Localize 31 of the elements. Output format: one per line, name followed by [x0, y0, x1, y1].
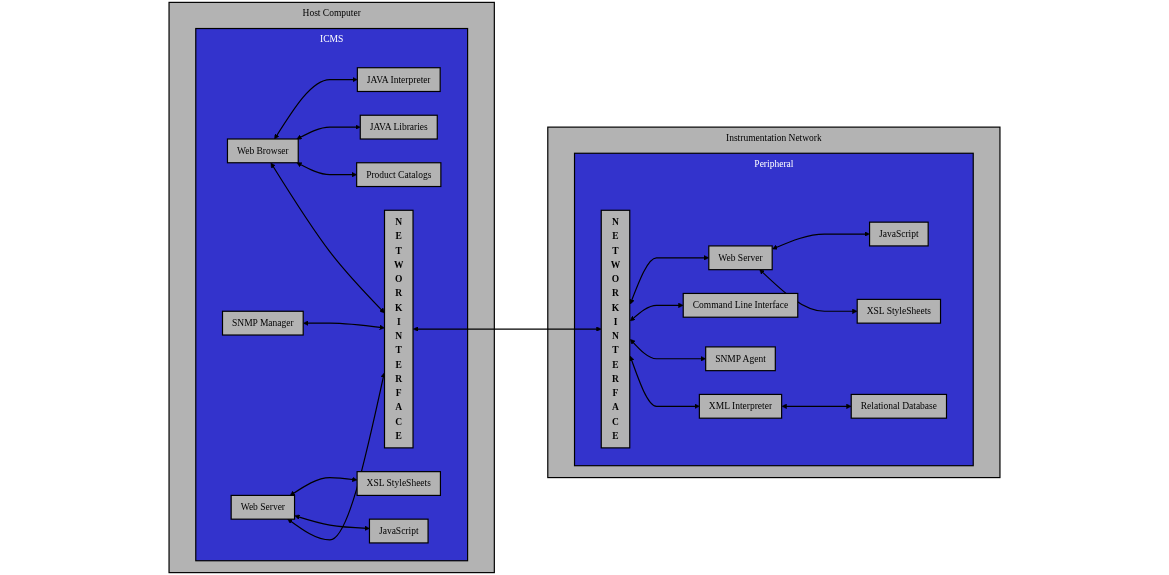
node-box: N E T W O R K I N T E R F A C E [600, 209, 631, 449]
node-box: Product Catalogs [356, 162, 442, 188]
node-box: JavaScript [868, 221, 929, 247]
node-box: JAVA Libraries [359, 114, 438, 140]
node-box: JAVA Interpreter [356, 67, 441, 93]
node-box: JavaScript [368, 518, 429, 544]
node-box: Command Line Interface [682, 292, 799, 318]
arrow [296, 124, 361, 140]
node-box: XSL StyleSheets [856, 298, 942, 324]
arrow [630, 339, 706, 362]
arrow [781, 403, 852, 409]
arrow [289, 476, 358, 496]
arrow [759, 269, 858, 314]
node-box: Relational Database [850, 393, 948, 419]
arrow [629, 302, 684, 322]
node-box: XSL StyleSheets [356, 471, 442, 496]
arrow [274, 77, 358, 140]
node-box: Web Browser [226, 138, 299, 164]
arrow [294, 514, 370, 531]
node-box: N E T W O R K I N T E R F A C E [383, 209, 414, 449]
node-box: SNMP Manager [221, 310, 304, 336]
arrow [629, 355, 700, 409]
arrow [270, 162, 385, 314]
arrow [772, 231, 870, 250]
arrow [303, 320, 385, 330]
node-box: XML Interpreter [698, 393, 783, 419]
node-box: SNMP Agent [705, 346, 776, 372]
arrow [296, 162, 357, 178]
node-box: Web Server [708, 245, 773, 271]
node-box: Web Server [230, 494, 296, 520]
arrow [413, 326, 602, 332]
